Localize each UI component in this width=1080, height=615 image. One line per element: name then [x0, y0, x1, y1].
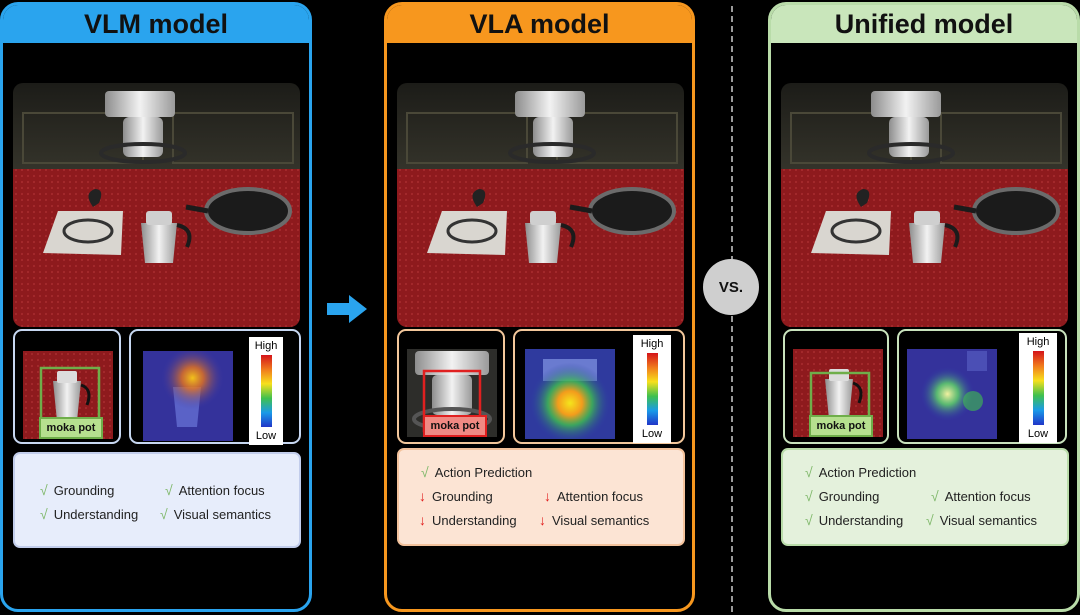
- legend-item: ↓ Attention focus: [544, 488, 643, 504]
- legend-label: Attention focus: [178, 482, 265, 498]
- scale-low-label: Low: [641, 428, 663, 440]
- scale-low-label: Low: [255, 430, 277, 442]
- legend-label: Grounding: [53, 482, 115, 498]
- scale-gradient-bar: [260, 355, 272, 427]
- legend-label: Visual semantics: [939, 512, 1037, 528]
- legend-item: √ Attention focus: [931, 488, 1031, 504]
- vla-title: VLA model: [387, 5, 692, 43]
- check-icon: √: [926, 512, 934, 528]
- vlm-grounding-tag: moka pot: [39, 417, 103, 439]
- down-arrow-icon: ↓: [419, 512, 426, 528]
- vla-attention-box: High Low: [513, 329, 685, 444]
- unified-grounding-tag: moka pot: [809, 415, 873, 437]
- check-icon: √: [40, 506, 48, 522]
- unified-panel: Unified model moka pot: [768, 2, 1080, 612]
- vlm-analysis-row: moka pot High Low: [13, 329, 303, 446]
- check-icon: √: [40, 482, 48, 498]
- vla-grounding-tag: moka pot: [423, 415, 487, 437]
- check-icon: √: [805, 512, 813, 528]
- vla-panel: VLA model moka pot: [384, 2, 695, 612]
- legend-item: ↓ Visual semantics: [539, 512, 649, 528]
- legend-item: √ Grounding: [40, 482, 114, 498]
- scale-gradient-bar: [646, 353, 658, 425]
- vla-analysis-row: moka pot High Low: [397, 329, 687, 446]
- legend-item: √ Visual semantics: [160, 506, 271, 522]
- check-icon: √: [805, 464, 813, 480]
- down-arrow-icon: ↓: [539, 512, 546, 528]
- unified-attention-box: High Low: [897, 329, 1067, 444]
- legend-label: Attention focus: [557, 488, 643, 504]
- legend-label: Visual semantics: [552, 512, 650, 528]
- legend-label: Action Prediction: [434, 464, 533, 480]
- legend-item: ↓ Grounding: [419, 488, 493, 504]
- scale-high-label: High: [254, 340, 278, 352]
- vla-attention-heatmap: [525, 349, 615, 439]
- vlm-panel: VLM model moka pot: [0, 2, 312, 612]
- vlm-attention-box: High Low: [129, 329, 301, 445]
- vlm-legend: √ Grounding √ Attention focus √ Understa…: [13, 452, 301, 548]
- legend-item: √ Action Prediction: [805, 464, 916, 480]
- legend-label: Understanding: [432, 512, 517, 528]
- vla-scene-image: [397, 83, 684, 327]
- unified-title: Unified model: [771, 5, 1077, 43]
- unified-attention-heatmap: [907, 349, 997, 439]
- check-icon: √: [931, 488, 939, 504]
- unified-legend: √ Action Prediction √ Grounding √ Attent…: [781, 448, 1069, 546]
- vla-attention-scale: High Low: [633, 335, 671, 443]
- vlm-scene-image: [13, 83, 300, 327]
- vs-badge: VS.: [703, 259, 759, 315]
- legend-item: √ Understanding: [40, 506, 138, 522]
- legend-label: Visual semantics: [173, 506, 271, 522]
- legend-item: √ Understanding: [805, 512, 903, 528]
- check-icon: √: [805, 488, 813, 504]
- scale-gradient-bar: [1032, 351, 1044, 425]
- legend-label: Understanding: [818, 512, 904, 528]
- unified-scene-image: [781, 83, 1068, 327]
- vlm-attention-scale: High Low: [249, 337, 283, 445]
- unified-attention-scale: High Low: [1019, 333, 1057, 443]
- check-icon: √: [165, 482, 173, 498]
- legend-item: √ Grounding: [805, 488, 879, 504]
- legend-item: √ Visual semantics: [926, 512, 1037, 528]
- vlm-title: VLM model: [3, 5, 309, 43]
- legend-label: Attention focus: [944, 488, 1031, 504]
- vlm-attention-heatmap: [143, 351, 233, 441]
- check-icon: √: [160, 506, 168, 522]
- legend-label: Action Prediction: [818, 464, 917, 480]
- down-arrow-icon: ↓: [419, 488, 426, 504]
- right-arrow-icon: [327, 295, 367, 323]
- legend-item: ↓ Understanding: [419, 512, 517, 528]
- legend-label: Understanding: [53, 506, 139, 522]
- unified-analysis-row: moka pot High Low: [783, 329, 1073, 446]
- scale-low-label: Low: [1027, 428, 1049, 440]
- vla-legend: √ Action Prediction ↓ Grounding ↓ Attent…: [397, 448, 685, 546]
- unified-grounding-box: moka pot: [783, 329, 889, 444]
- scale-high-label: High: [640, 338, 664, 350]
- legend-item: √ Action Prediction: [421, 464, 532, 480]
- legend-label: Grounding: [432, 488, 493, 504]
- scale-high-label: High: [1026, 336, 1050, 348]
- vla-grounding-box: moka pot: [397, 329, 505, 444]
- legend-item: √ Attention focus: [165, 482, 265, 498]
- legend-label: Grounding: [818, 488, 880, 504]
- check-icon: √: [421, 464, 429, 480]
- vlm-grounding-box: moka pot: [13, 329, 121, 444]
- down-arrow-icon: ↓: [544, 488, 551, 504]
